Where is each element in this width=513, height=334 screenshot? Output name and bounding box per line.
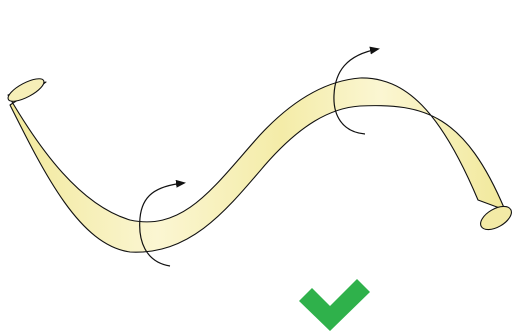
tube-left-end [5,74,47,105]
checkmark-icon [299,279,370,331]
tube-body [8,78,505,252]
